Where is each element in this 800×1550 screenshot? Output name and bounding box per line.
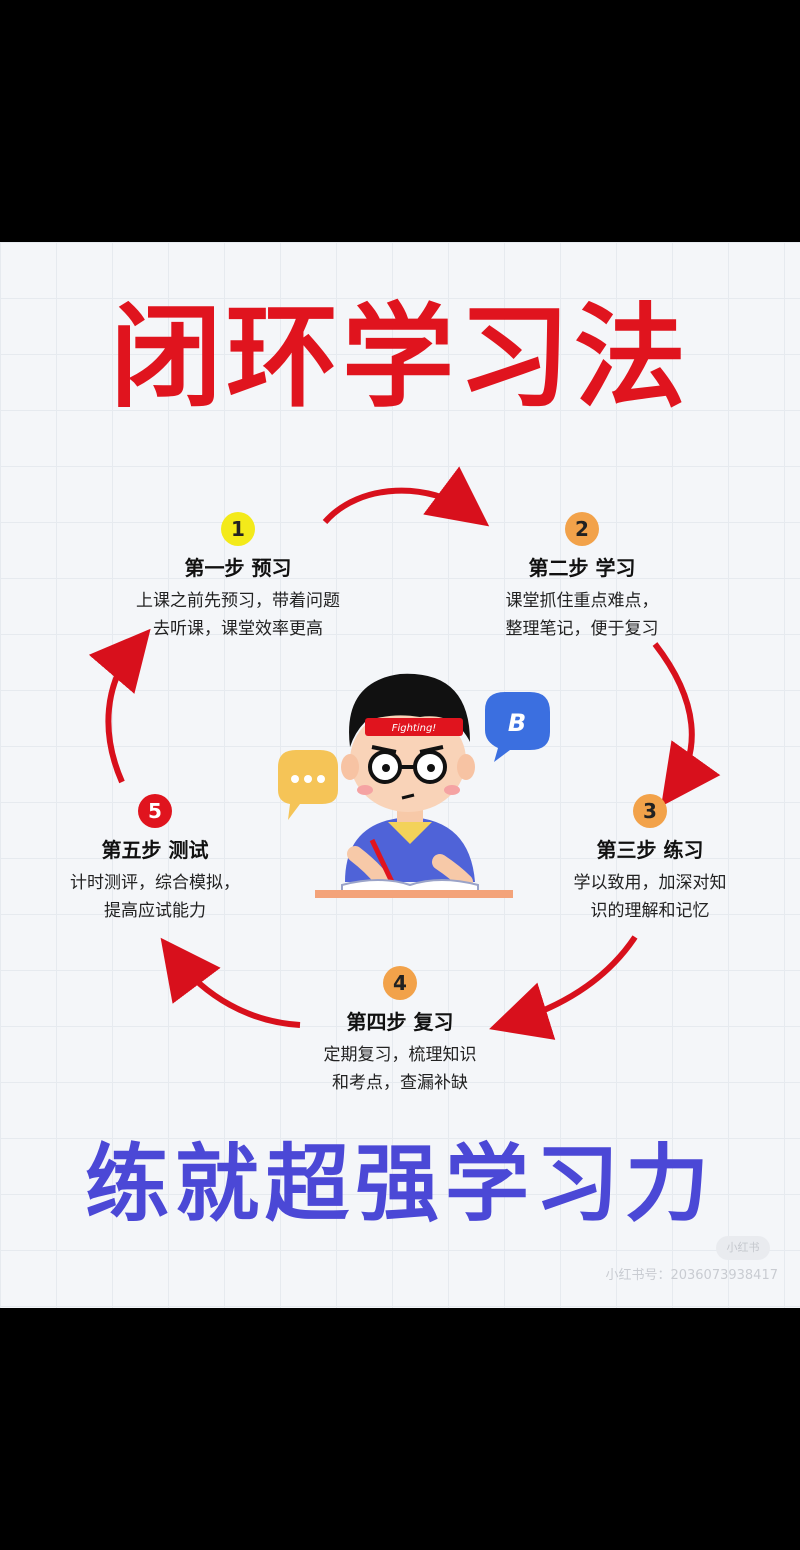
step-5-badge: 5	[138, 794, 172, 828]
student-illustration: B Fighting!	[278, 673, 550, 898]
step-3-title: 第三步 练习	[596, 838, 704, 862]
step-1: 1 第一步 预习 上课之前先预习，带着问题 去听课，课堂效率更高	[88, 512, 388, 643]
bubble-letter: B	[508, 709, 526, 737]
watermark-logo: 小红书	[716, 1236, 770, 1260]
step-2-desc-line1: 课堂抓住重点难点，	[505, 591, 659, 611]
step-1-desc-line1: 上课之前先预习，带着问题	[136, 591, 340, 611]
sub-title: 练就超强学习力	[84, 1135, 715, 1233]
step-3: 3 第三步 练习 学以致用，加深对知 识的理解和记忆	[500, 794, 800, 925]
step-2: 2 第二步 学习 课堂抓住重点难点， 整理笔记，便于复习	[432, 512, 732, 643]
step-5: 5 第五步 测试 计时测评，综合模拟， 提高应试能力	[5, 794, 305, 925]
step-2-title: 第二步 学习	[528, 556, 636, 580]
step-5-desc-line2: 提高应试能力	[104, 901, 206, 921]
arrow-4-to-5	[160, 937, 301, 1028]
cycle-arrows: B Fighting!	[88, 466, 721, 1040]
speech-bubble-right: B	[485, 692, 550, 762]
step-3-badge: 3	[633, 794, 667, 828]
step-2-desc-line2: 整理笔记，便于复习	[505, 619, 659, 639]
step-1-desc-line2: 去听课，课堂效率更高	[153, 619, 323, 639]
step-4-title: 第四步 复习	[346, 1010, 454, 1034]
step-1-title: 第一步 预习	[184, 556, 292, 580]
step-5-title: 第五步 测试	[101, 838, 209, 862]
step-2-badge: 2	[565, 512, 599, 546]
arrow-2-to-3	[652, 642, 721, 807]
step-4-desc-line1: 定期复习，梳理知识	[323, 1045, 477, 1065]
arrow-5-to-1	[88, 628, 151, 784]
headband-text: Fighting!	[392, 723, 437, 734]
watermark-text: 小红书号：2036073938417	[605, 1268, 778, 1283]
arrow-1-to-2	[322, 466, 490, 527]
arrow-3-to-4	[489, 935, 638, 1040]
main-title: 闭环学习法	[110, 293, 690, 423]
step-1-badge: 1	[221, 512, 255, 546]
step-4-desc-line2: 和考点，查漏补缺	[332, 1073, 468, 1093]
step-4-badge: 4	[383, 966, 417, 1000]
poster: 闭环学习法 B	[0, 242, 800, 1308]
step-3-desc-line1: 学以致用，加深对知	[573, 873, 727, 893]
step-4: 4 第四步 复习 定期复习，梳理知识 和考点，查漏补缺	[250, 966, 550, 1097]
step-3-desc-line2: 识的理解和记忆	[590, 901, 710, 921]
dots-icon	[291, 775, 299, 783]
speech-bubble-left	[278, 750, 338, 820]
step-5-desc-line1: 计时测评，综合模拟，	[70, 873, 240, 893]
